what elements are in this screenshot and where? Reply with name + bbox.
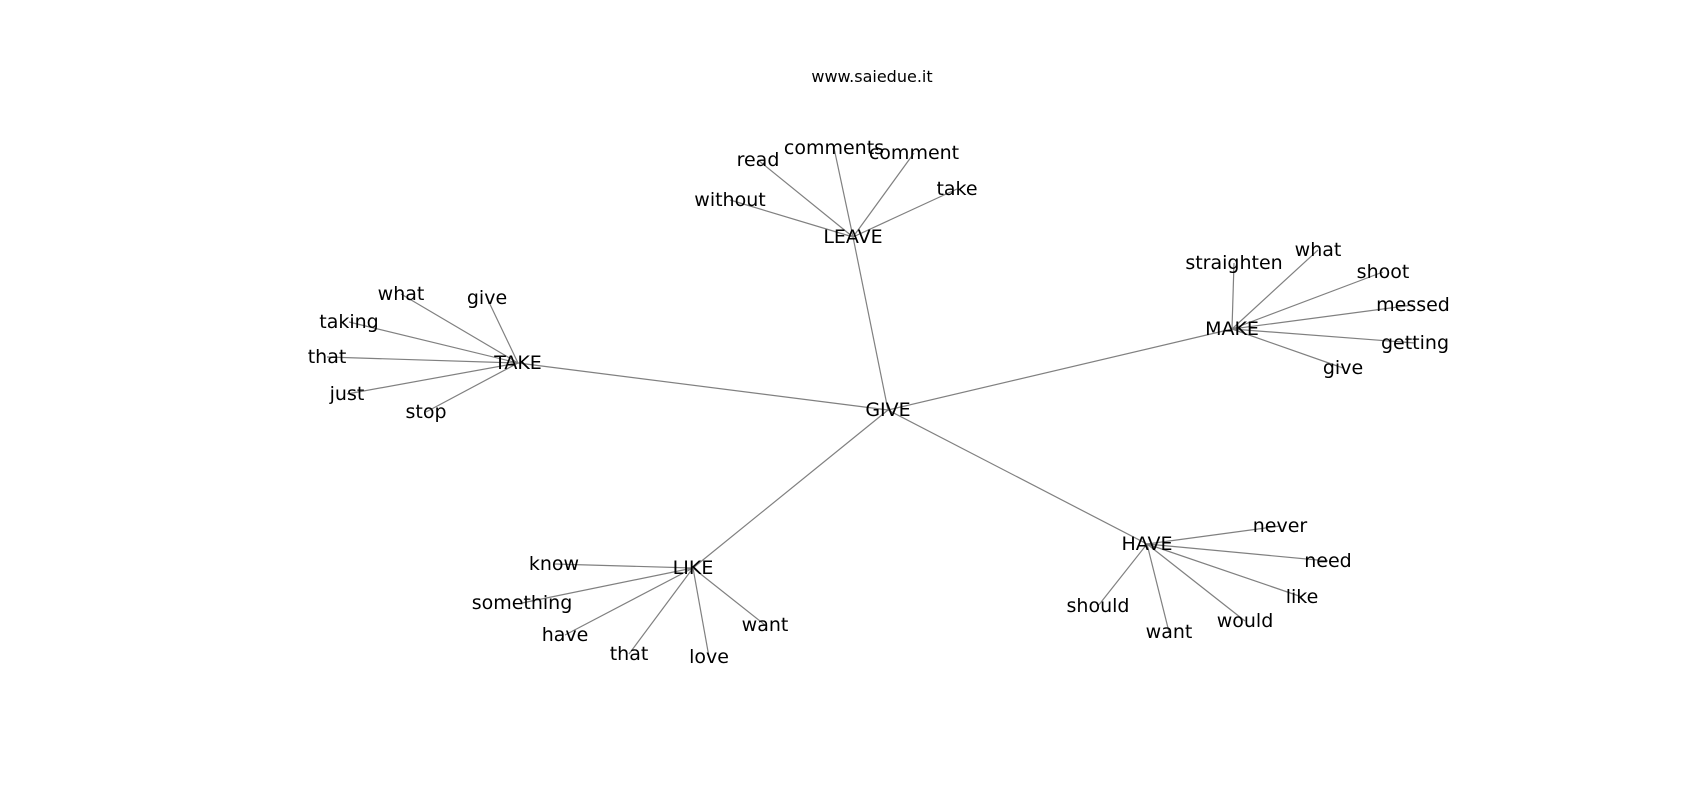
leaf-node-take-give: give (467, 287, 507, 309)
edge-make-getting (1231, 328, 1416, 344)
center-node-label: GIVE (865, 399, 910, 421)
edge-like-love (692, 567, 710, 658)
hub-node-have: HAVE (1121, 533, 1172, 555)
edge-layer (326, 147, 1416, 658)
hub-node-take: TAKE (493, 352, 542, 374)
leaf-node-make-getting: getting (1381, 332, 1449, 354)
leaf-node-like-love: love (689, 646, 729, 668)
edge-make-what (1231, 249, 1319, 330)
edge-have-want (1146, 543, 1170, 633)
leaf-node-like-something: something (472, 592, 573, 614)
edge-take-what (400, 293, 519, 364)
leaf-node-like-have: have (542, 624, 589, 646)
leaf-node-take-what: what (378, 283, 425, 305)
leaf-node-take-stop: stop (405, 401, 446, 423)
edge-like-know (553, 563, 694, 569)
edge-have-would (1146, 543, 1246, 622)
leaf-node-leave-comments: comments (784, 137, 884, 159)
leaf-node-make-give: give (1323, 357, 1363, 379)
leaf-node-leave-take: take (936, 178, 977, 200)
leaf-node-make-shoot: shoot (1357, 261, 1410, 283)
edge-make-messed (1231, 304, 1414, 330)
edge-leave-comment (852, 152, 915, 238)
leaf-node-leave-without: without (694, 189, 765, 211)
edge-make-straighten (1231, 262, 1235, 330)
edge-give-have (887, 409, 1148, 545)
edge-give-make (887, 328, 1233, 411)
leaf-node-have-need: need (1304, 550, 1351, 572)
leaf-node-have-never: never (1253, 515, 1308, 537)
leaf-node-have-should: should (1067, 595, 1130, 617)
edge-give-take (517, 362, 889, 411)
leaf-node-like-know: know (529, 553, 579, 575)
edge-have-should (1097, 543, 1148, 607)
leaf-node-make-messed: messed (1376, 294, 1450, 316)
edge-leave-take (852, 188, 958, 238)
leaf-node-have-like: like (1286, 586, 1319, 608)
edge-leave-comments (833, 147, 854, 238)
edge-like-want (692, 567, 766, 626)
leaf-node-take-that: that (308, 346, 347, 368)
edge-take-stop (425, 362, 519, 413)
hub-node-make: MAKE (1205, 318, 1259, 340)
edge-like-that (628, 567, 694, 655)
leaf-node-like-that: that (610, 643, 649, 665)
edge-take-taking (348, 321, 519, 364)
edge-like-something (521, 567, 694, 604)
leaf-node-have-would: would (1217, 610, 1274, 632)
edge-leave-read (757, 159, 854, 238)
leaf-node-take-taking: taking (319, 311, 378, 333)
leaf-node-make-what: what (1295, 239, 1342, 261)
edge-make-shoot (1231, 271, 1384, 330)
edge-like-have (564, 567, 694, 636)
hub-node-leave: LEAVE (823, 226, 882, 248)
edge-give-like (692, 409, 889, 569)
edge-take-that (326, 356, 519, 364)
edge-take-just (346, 362, 519, 395)
leaf-node-make-straighten: straighten (1185, 252, 1282, 274)
edge-leave-without (729, 199, 854, 238)
edge-make-give (1231, 328, 1344, 369)
leaf-node-leave-comment: comment (869, 142, 959, 164)
edge-have-never (1146, 525, 1281, 545)
edge-give-leave (852, 236, 889, 411)
hub-node-like: LIKE (673, 557, 714, 579)
edge-have-need (1146, 543, 1329, 562)
site-label: www.saiedue.it (811, 67, 932, 86)
leaf-node-have-want: want (1146, 621, 1193, 643)
leaf-node-leave-read: read (737, 149, 780, 171)
edge-have-like (1146, 543, 1303, 598)
edge-take-give (486, 297, 519, 364)
leaf-node-like-want: want (742, 614, 789, 636)
leaf-node-take-just: just (329, 383, 365, 405)
